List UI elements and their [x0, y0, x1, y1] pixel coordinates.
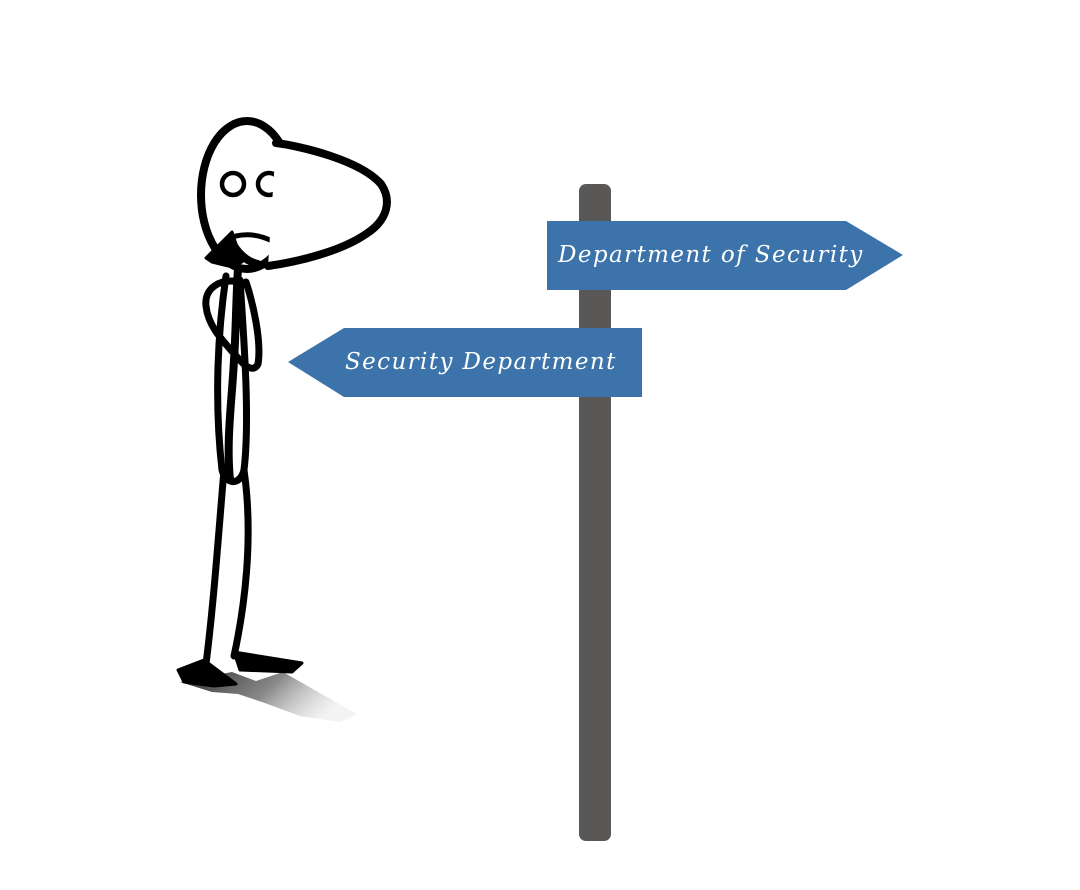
figure-folded-arm — [202, 277, 263, 372]
sign-left-board — [288, 328, 642, 397]
figure-body — [224, 264, 242, 484]
figure-left-foot — [176, 658, 238, 688]
figure-chin-hand — [204, 230, 244, 268]
figure-mouth — [233, 232, 275, 244]
figure-raised-hand — [264, 139, 391, 270]
confused-stick-figure-icon — [176, 117, 391, 722]
sign-right-board — [547, 221, 903, 290]
figure-left-eye — [219, 170, 247, 198]
sign-left-label: Security Department — [345, 349, 617, 375]
signpost-icon: Department of Security Security Departme… — [288, 184, 903, 841]
figure-torso — [214, 272, 251, 486]
sign-right: Department of Security — [547, 221, 903, 290]
figure-right-foot — [232, 650, 304, 674]
figure-right-leg — [230, 466, 252, 660]
sign-right-label: Department of Security — [557, 242, 864, 268]
sign-left: Security Department — [288, 328, 642, 397]
figure-left-leg — [202, 466, 228, 668]
